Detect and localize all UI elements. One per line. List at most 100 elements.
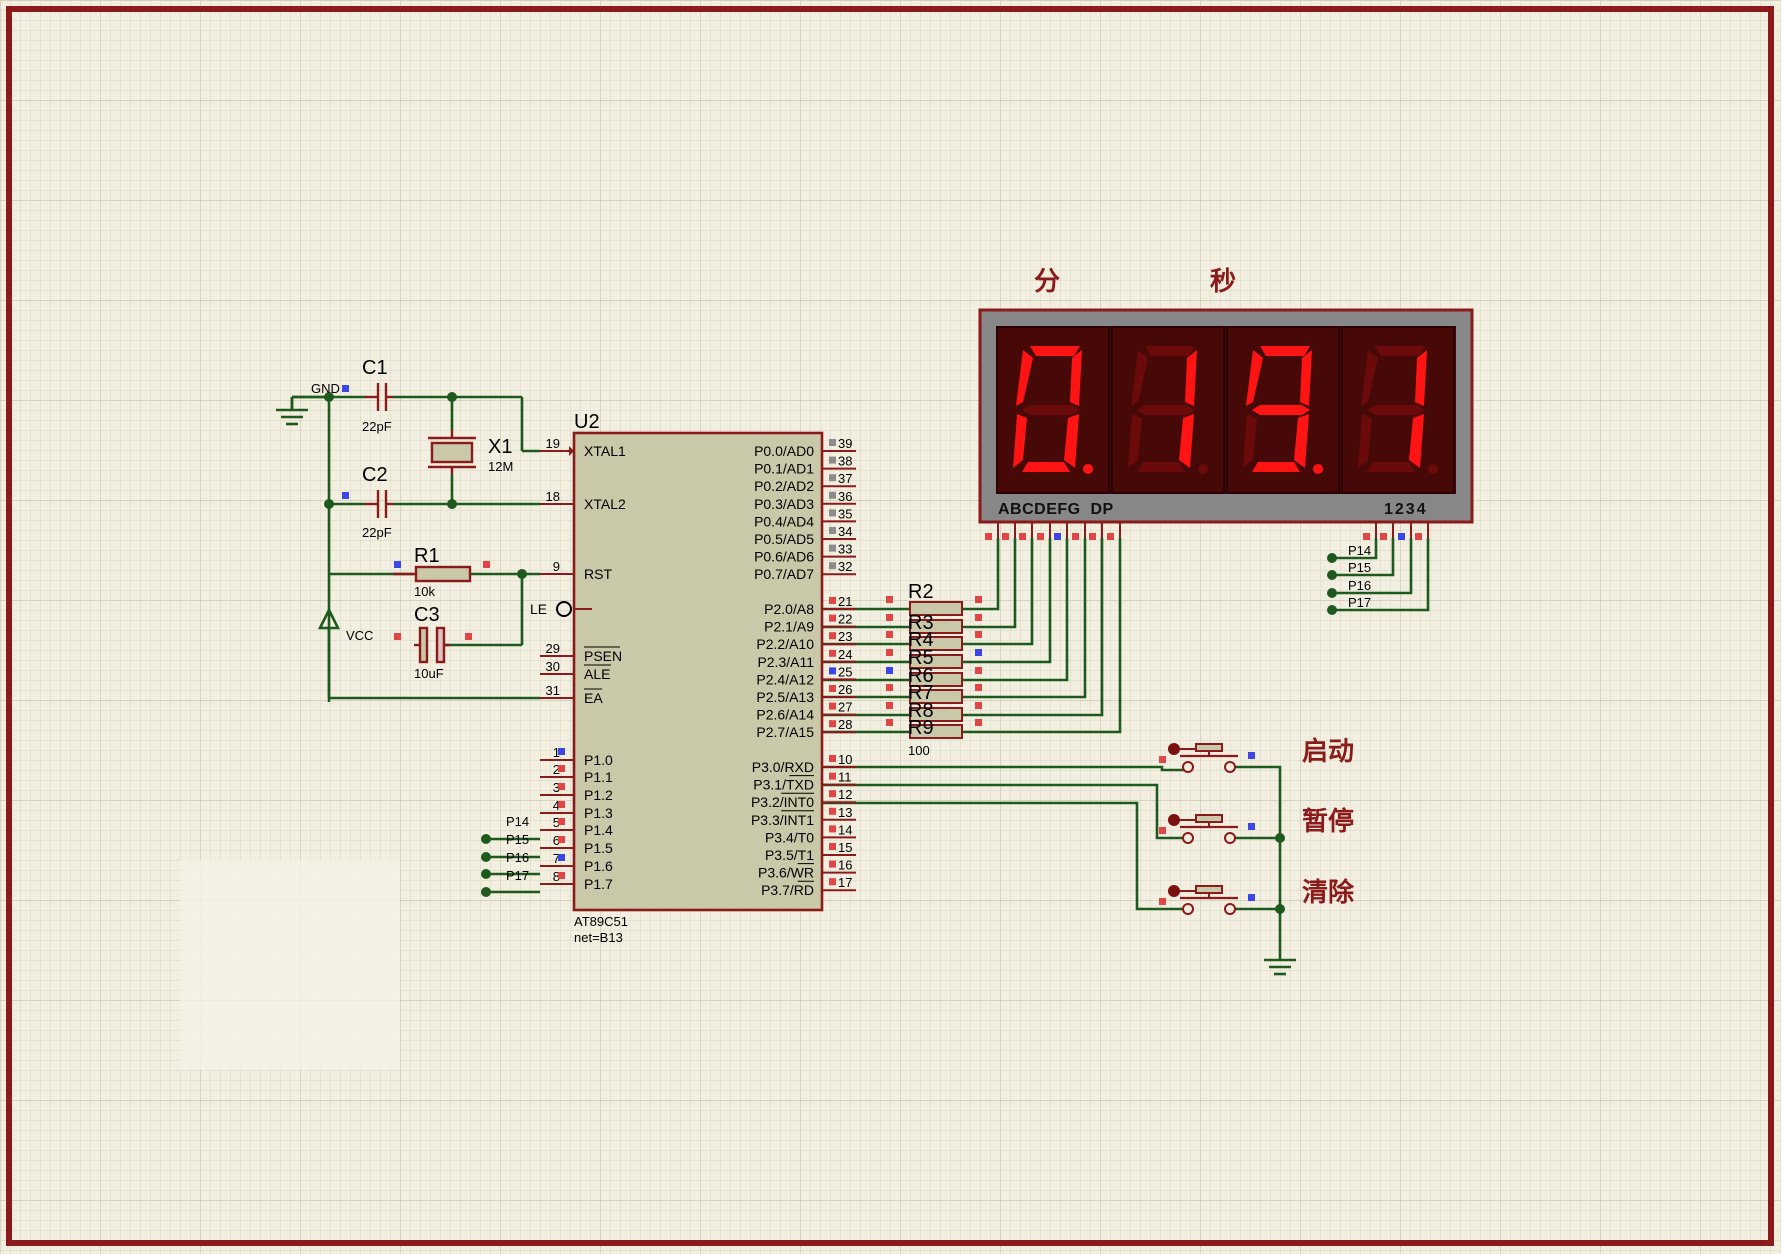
capacitor-c2[interactable] (365, 490, 393, 518)
segment-a (1260, 346, 1310, 356)
common-net-label: P16 (1348, 578, 1371, 593)
display-common-pin[interactable] (1363, 522, 1377, 540)
push-buttons[interactable] (1159, 743, 1255, 915)
mcu-pin-num: 12 (838, 787, 852, 802)
segment-a (1030, 346, 1080, 356)
resistor-r2[interactable] (886, 596, 982, 616)
mcu-pin-name: P0.4/AD4 (754, 513, 814, 529)
display-segment-pin[interactable] (1019, 522, 1033, 540)
crystal-x1[interactable] (428, 430, 476, 474)
resistor-r9[interactable]: R9 (886, 717, 982, 739)
resistor-r8[interactable]: R8 (886, 700, 982, 722)
capacitor-c3[interactable] (414, 626, 450, 664)
mcu-pin-num: 23 (838, 629, 852, 644)
start-label: 启动 (1302, 736, 1354, 767)
resistor-r1[interactable] (393, 565, 472, 583)
mcu-pin-name: PSEN (584, 648, 622, 664)
x1-ref: X1 (488, 436, 512, 458)
mcu-pin-name: P0.6/AD6 (754, 549, 814, 565)
display-common-pin[interactable] (1380, 522, 1394, 540)
clear-button[interactable] (1159, 885, 1255, 915)
resistor-r6[interactable]: R6 (886, 665, 982, 687)
capacitor-c1[interactable] (365, 383, 393, 411)
mcu-pin-num: 36 (838, 489, 852, 504)
le-pin[interactable] (556, 601, 592, 617)
display-segment-pin[interactable] (1107, 522, 1121, 540)
mcu-pin-num: 21 (838, 594, 852, 609)
start-button[interactable] (1159, 743, 1255, 773)
segment-b (1415, 350, 1427, 406)
common-net-label: P14 (1348, 543, 1371, 558)
r1-pin-marker-left (394, 561, 401, 568)
blank-patch (180, 860, 400, 1070)
display-segment-pin[interactable] (1002, 522, 1016, 540)
mcu-pin-num: 9 (553, 559, 560, 574)
display-segment-pin[interactable] (1072, 522, 1086, 540)
mcu-pin-num: 8 (553, 869, 560, 884)
mcu-pin-name: EA (584, 690, 603, 706)
mcu-pin-name: P0.2/AD2 (754, 478, 814, 494)
resistor-r3[interactable]: R3 (886, 612, 982, 634)
mcu-pin-num: 4 (553, 798, 560, 813)
mcu-pin-num: 2 (553, 762, 560, 777)
mcu-pin-num: 17 (838, 875, 852, 890)
segment-d (1022, 462, 1070, 472)
mcu-pin-name: P2.1/A9 (764, 619, 814, 635)
display-segment-pin[interactable] (1054, 522, 1068, 540)
mcu-pin-num: 14 (838, 822, 852, 837)
display-segment-pin[interactable] (1037, 522, 1051, 540)
resistor-r4[interactable]: R4 (886, 629, 982, 651)
mcu-pin-num: 26 (838, 682, 852, 697)
seven-segment-display[interactable] (978, 308, 1474, 540)
mcu-pin-name: P1.5 (584, 840, 613, 856)
pause-button[interactable] (1159, 814, 1255, 844)
display-common-pin[interactable] (1415, 522, 1429, 540)
resistor-r5[interactable]: R5 (886, 647, 982, 669)
display-segment-pin[interactable] (985, 522, 999, 540)
display-common-pin[interactable] (1398, 522, 1412, 540)
segment-c (1064, 414, 1079, 468)
resistor-r7[interactable]: R7 (886, 682, 982, 704)
display-segment-pin[interactable] (1089, 522, 1103, 540)
